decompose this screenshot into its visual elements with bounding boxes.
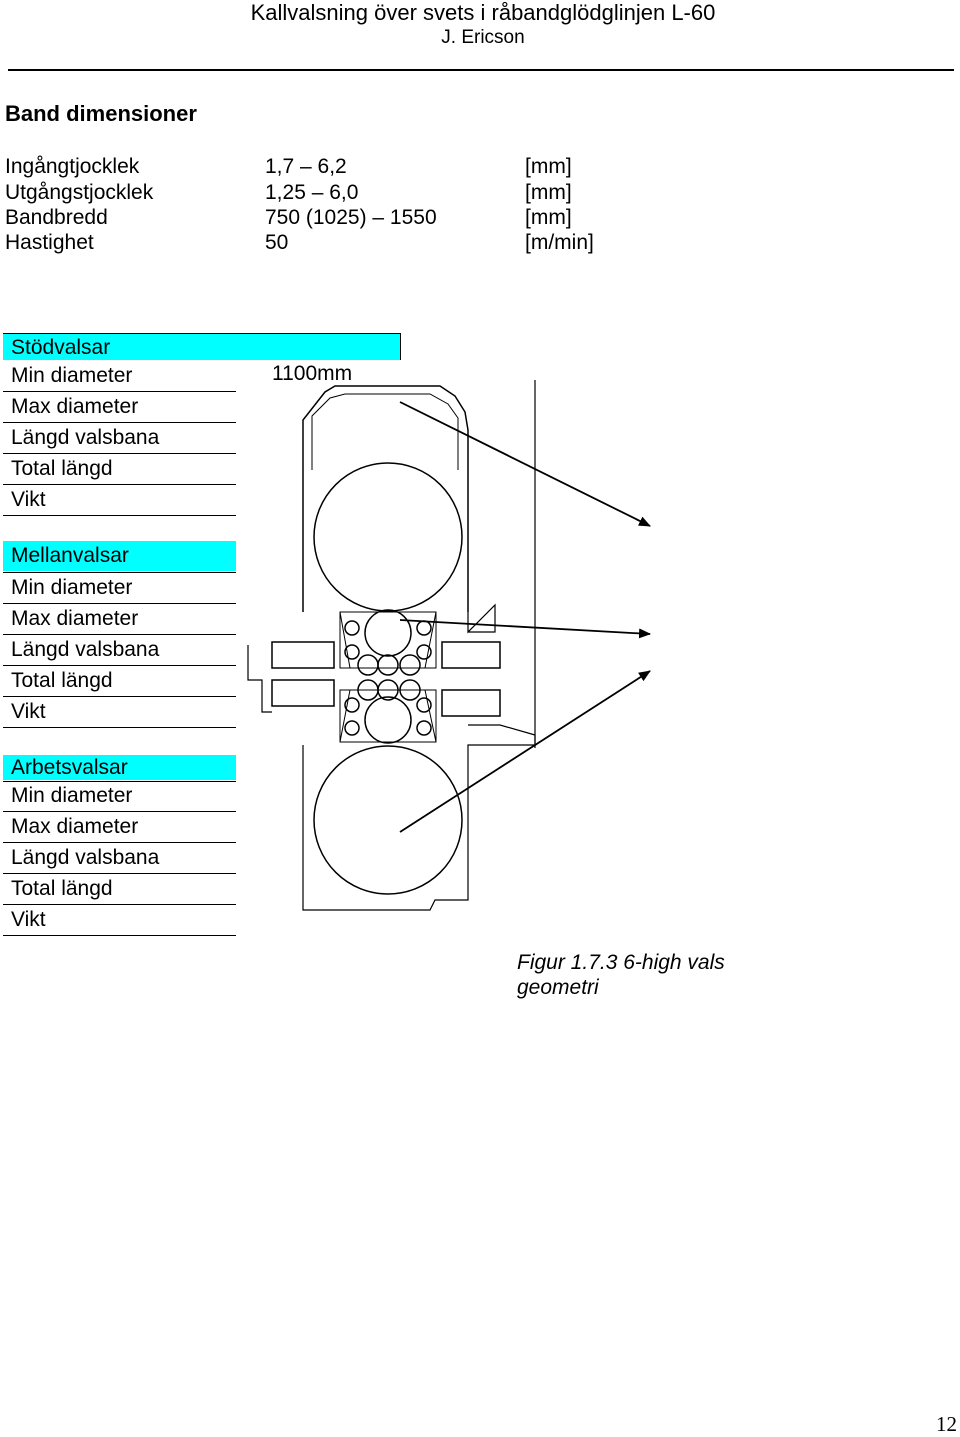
table-rule: [3, 422, 236, 423]
spec-unit: [m/min]: [525, 231, 594, 254]
header-rule: [8, 69, 954, 71]
table-row-label: Total längd: [11, 457, 113, 480]
spec-value: 750 (1025) – 1550: [265, 206, 437, 229]
spec-label: Utgångstjocklek: [5, 181, 154, 204]
support-roller: [344, 697, 360, 713]
spec-value: 1,25 – 6,0: [265, 181, 359, 204]
page-number: 12: [936, 1412, 957, 1436]
table-rule: [3, 696, 236, 697]
spec-label: Ingångtjocklek: [5, 155, 140, 178]
table-rule: [3, 634, 236, 635]
table-rule: [3, 572, 236, 573]
table-rule: [3, 842, 236, 843]
table-rule: [3, 781, 236, 782]
table-row-label: Vikt: [11, 488, 46, 511]
table-rule: [3, 811, 236, 812]
figure-caption: Figur 1.7.3 6-high vals geometri: [517, 951, 725, 999]
table-header: Mellanvalsar: [3, 541, 236, 571]
arrow-work-roll: [399, 670, 651, 833]
right-chock-lower: [441, 689, 501, 717]
table-header: Stödvalsar: [3, 333, 401, 360]
table-rule: [3, 935, 236, 936]
upper-housing-outline: [302, 385, 469, 612]
table-header: Arbetsvalsar: [3, 755, 236, 780]
table-rule: [3, 603, 236, 604]
support-roller: [344, 644, 360, 660]
document-author: J. Ericson: [441, 27, 525, 48]
upper-housing-inner: [311, 393, 459, 470]
table-rule: [3, 665, 236, 666]
table-rule: [3, 391, 236, 392]
table-row-label: Max diameter: [11, 607, 139, 630]
spec-label: Hastighet: [5, 231, 94, 254]
spec-label: Bandbredd: [5, 206, 108, 229]
table-rule: [3, 727, 236, 728]
table-row-label: Max diameter: [11, 395, 139, 418]
arrow-backup-roll: [399, 401, 651, 527]
section-title: Band dimensioner: [5, 101, 197, 126]
left-chock-frame: [247, 645, 272, 713]
table-row-label: Vikt: [11, 700, 46, 723]
spec-value: 1,7 – 6,2: [265, 155, 347, 178]
spec-unit: [mm]: [525, 181, 572, 204]
table-row-label: Total längd: [11, 669, 113, 692]
table-row-label: Total längd: [11, 877, 113, 900]
table-row-label: Min diameter: [11, 364, 133, 387]
left-chock-lower: [271, 679, 335, 707]
upper-backup-roll: [313, 462, 463, 612]
work-roll: [357, 679, 379, 701]
support-roller: [416, 620, 432, 636]
table-rule: [3, 904, 236, 905]
support-roller: [344, 620, 360, 636]
work-roll: [377, 654, 399, 676]
spec-unit: [mm]: [525, 206, 572, 229]
support-roller: [416, 644, 432, 660]
table-rule: [3, 484, 236, 485]
table-row-label: Längd valsbana: [11, 846, 160, 869]
support-roller: [344, 720, 360, 736]
table-row-label: Vikt: [11, 908, 46, 931]
table-row-label: Min diameter: [11, 784, 133, 807]
spec-value: 50: [265, 231, 289, 254]
table-row-label: Längd valsbana: [11, 426, 160, 449]
support-roller: [416, 697, 432, 713]
lower-housing-outline: [302, 380, 536, 911]
document-title: Kallvalsning över svets i råbandglödglin…: [250, 0, 716, 25]
table-rule: [3, 453, 236, 454]
table-rule: [3, 873, 236, 874]
upper-intermediate-roll: [364, 609, 412, 657]
table-row-label: Längd valsbana: [11, 638, 160, 661]
table-rule: [3, 515, 236, 516]
right-chock-frame: [467, 603, 536, 748]
work-roll: [357, 654, 379, 676]
lower-intermediate-roll: [364, 696, 412, 744]
table-cell-value: 1100mm: [272, 362, 353, 385]
support-roller: [416, 720, 432, 736]
table-row-label: Max diameter: [11, 815, 139, 838]
table-row-label: Min diameter: [11, 576, 133, 599]
left-chock-upper: [271, 641, 335, 669]
spec-unit: [mm]: [525, 155, 572, 178]
right-chock-upper: [441, 641, 501, 669]
work-roll: [399, 679, 421, 701]
lower-backup-roll: [313, 745, 463, 895]
arrow-intermediate-roll: [399, 619, 651, 639]
work-roll: [399, 654, 421, 676]
